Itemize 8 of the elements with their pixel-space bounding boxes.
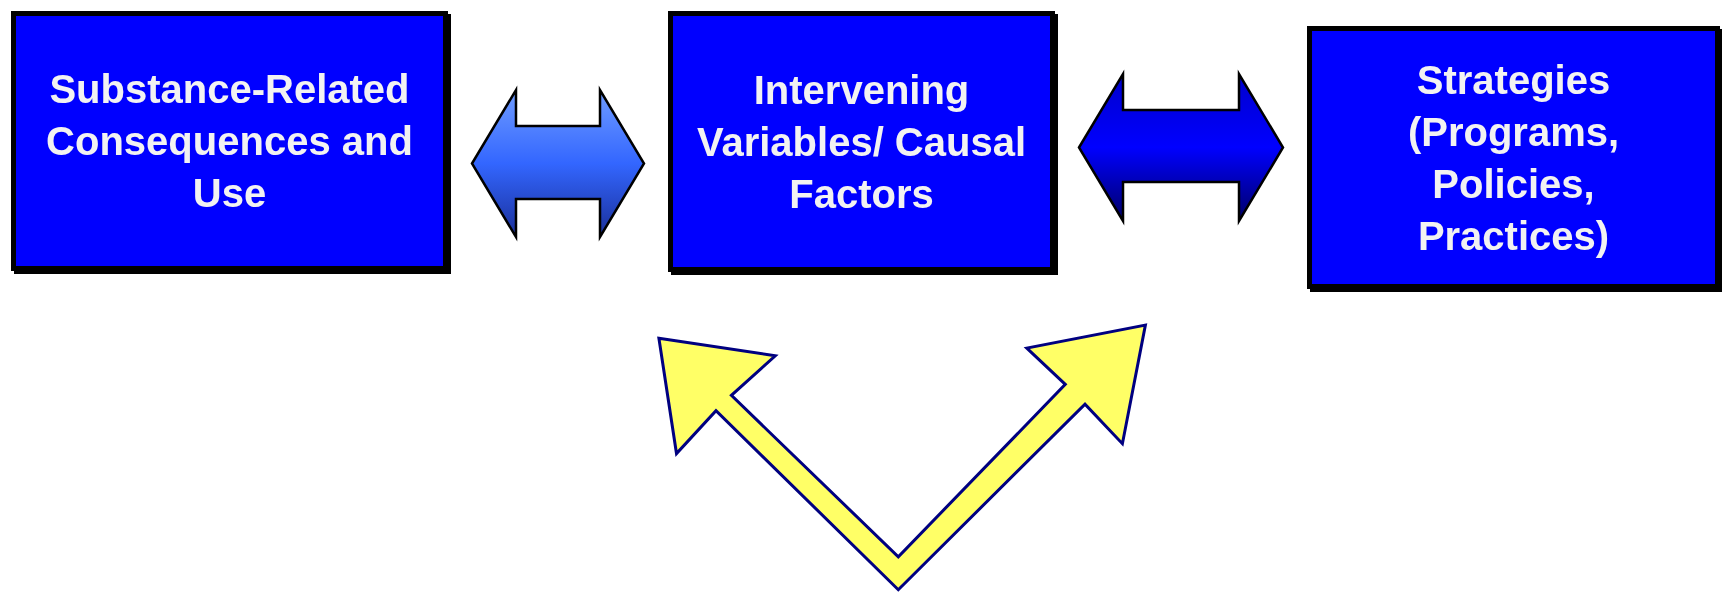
double-block-arrow <box>1077 69 1285 226</box>
process-box <box>1307 26 1720 289</box>
box-label: Strategies (Programs, Policies, Practices) <box>1406 56 1621 260</box>
process-box <box>11 11 448 271</box>
process-box <box>668 11 1055 272</box>
box-label: Intervening Variables/ Causal Factors <box>695 66 1028 218</box>
double-block-arrow <box>470 85 646 242</box>
box-label: Substance-Related Consequences and Use <box>45 66 414 217</box>
